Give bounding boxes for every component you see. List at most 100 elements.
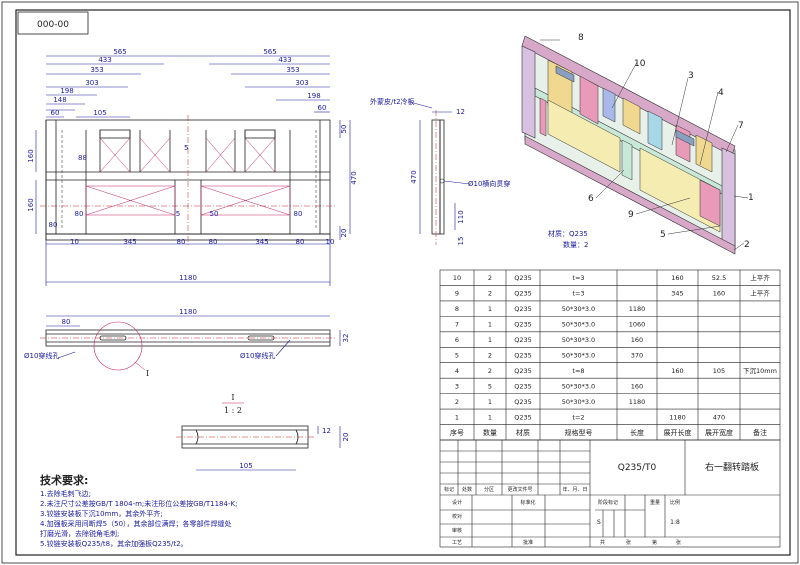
hinge-plate-right [244,129,276,139]
bom-header-cell: 材质 [516,428,530,437]
bom-cell: Q235 [514,274,532,282]
bom-cell: Q235 [514,352,532,360]
dim-198-left: 198 [60,87,73,95]
detail-dim-12: 12 [322,427,331,435]
bottom-dim-1180: 1180 [179,308,197,316]
balloon-1: 1 [748,193,754,203]
bom-cell: 7 [455,321,459,329]
bom-cell: 2 [488,290,492,298]
bom-cell: 1 [455,413,459,421]
bom-cell: Q235 [514,413,532,421]
tech-requirements: 技术要求: 1.去除毛刺飞边; 2.未注尺寸公差按GB/T 1804-m;未注形… [40,473,237,548]
dim-470: 470 [350,171,358,184]
bom-cell: 50*30*3.0 [562,321,595,329]
inner-border [15,9,791,556]
bom-cell: Q235 [514,321,532,329]
title-block: Q235/T0 右一翻转踏板 标记 处数 分区 更改文件号 年、月、日 设计 校… [439,439,781,548]
bom-cell: 1060 [629,321,646,329]
dim-303-right: 303 [295,79,308,87]
balloon-8: 8 [578,33,584,43]
balloon-6: 6 [588,194,594,204]
tech-req-line-1: 1.去除毛刺飞边; [40,489,91,498]
bom-cell: 9 [455,290,459,298]
bom-cell: 上平齐 [750,289,770,298]
tech-req-line-6: 5.铰链安装板Q235/t8，其余加强板Q235/t2。 [40,539,188,548]
drawing-code-box [17,11,89,35]
detail-dim-20: 20 [342,433,350,442]
bottom-view: 1180 80 32 I Ø10穿线孔 Ø10穿线孔 [24,308,350,378]
tb-stage: 阶段标记 [598,499,618,506]
tb-sheet-unit1: 张 [626,539,631,546]
dim-565-right: 565 [263,48,276,56]
bom-header-cell: 长度 [630,428,644,437]
detail-dim-105: 105 [239,462,252,470]
bom-cell: t=3 [572,274,584,282]
iso-view: 8 10 3 4 7 1 2 5 9 6 材质：Q235 数量：2 [521,33,754,255]
dim-160-upper: 160 [27,149,35,162]
dim-80-c: 80 [49,221,58,229]
hole-note-left: Ø10穿线孔 [24,351,59,360]
bom-header-cell: 规格型号 [565,428,593,437]
bottom-dim-32: 32 [342,334,350,343]
bom-cell: 6 [455,336,459,344]
bom-cell: 1 [488,336,492,344]
bom-cell: 50*30*3.0 [562,352,595,360]
bom-cell: 5 [488,382,492,390]
bom-cell: 50*30*3.0 [562,305,595,313]
side-dim-110: 110 [457,210,465,223]
tb-label-date: 年、月、日 [562,486,587,493]
tb-sheet-no: 第 [652,539,657,546]
front-view: 565 565 433 433 353 353 303 303 198 198 … [27,48,358,286]
bom-cell: 52.5 [712,274,726,282]
tb-approve: 批准 [523,539,533,546]
bom-header-cell: 序号 [450,428,464,437]
bom-cell: Q235 [514,382,532,390]
tb-design: 设计 [452,499,462,506]
iso-quantity: 数量：2 [563,240,588,249]
dim-88: 88 [78,154,87,162]
dim-60-left: 60 [51,109,60,117]
bom-header-cell: 展开宽度 [705,428,733,437]
bom-cell: 2 [488,367,492,375]
bom-cell: 160 [631,336,643,344]
tb-scale-value: 1:8 [670,519,680,526]
hinge-plate-left [99,129,131,139]
bom-header-cell: 展开长度 [664,428,692,437]
dim-433-left: 433 [98,56,111,64]
dim-20: 20 [340,229,348,238]
dim-row-80a: 80 [177,238,186,246]
tb-sheet-unit2: 张 [676,539,681,546]
iso-material: 材质：Q235 [548,229,588,238]
dim-80-a: 80 [75,210,84,218]
tb-part-name: 右一翻转踏板 [705,461,759,473]
bom-cell: 1180 [629,398,646,406]
dim-60-right: 60 [318,104,327,112]
tech-req-line-5: 打磨光滑，去除锐角毛刺; [40,529,119,538]
dim-160-lower: 160 [27,198,35,211]
tb-label-count: 处数 [462,486,472,493]
bom-cell: Q235 [514,290,532,298]
detail-title: I [231,393,234,402]
dim-1180-front: 1180 [179,274,197,282]
bom-cell: 4 [455,367,459,375]
tb-weight: 重量 [650,499,660,506]
bom-cell: 345 [671,290,683,298]
bom-cell: 5 [455,352,459,360]
dim-565-left: 565 [113,48,126,56]
bom-cell: 3 [455,382,459,390]
hole-note-right: Ø10穿线孔 [240,351,275,360]
bom-cell: 上平齐 [750,273,770,282]
bom-cell: t=3 [572,290,584,298]
detail-circle [93,321,143,371]
bom-header-cell: 数量 [483,428,497,437]
bom-cell: 160 [713,290,725,298]
dim-5-b: 5 [176,210,180,218]
bom-cell: 1180 [629,305,646,313]
balloon-5: 5 [660,230,666,240]
tech-req-title: 技术要求: [40,473,88,487]
bom-cell: Q235 [514,367,532,375]
bom-cell: Q235 [514,305,532,313]
bom-cell: 50*30*3.0 [562,336,595,344]
